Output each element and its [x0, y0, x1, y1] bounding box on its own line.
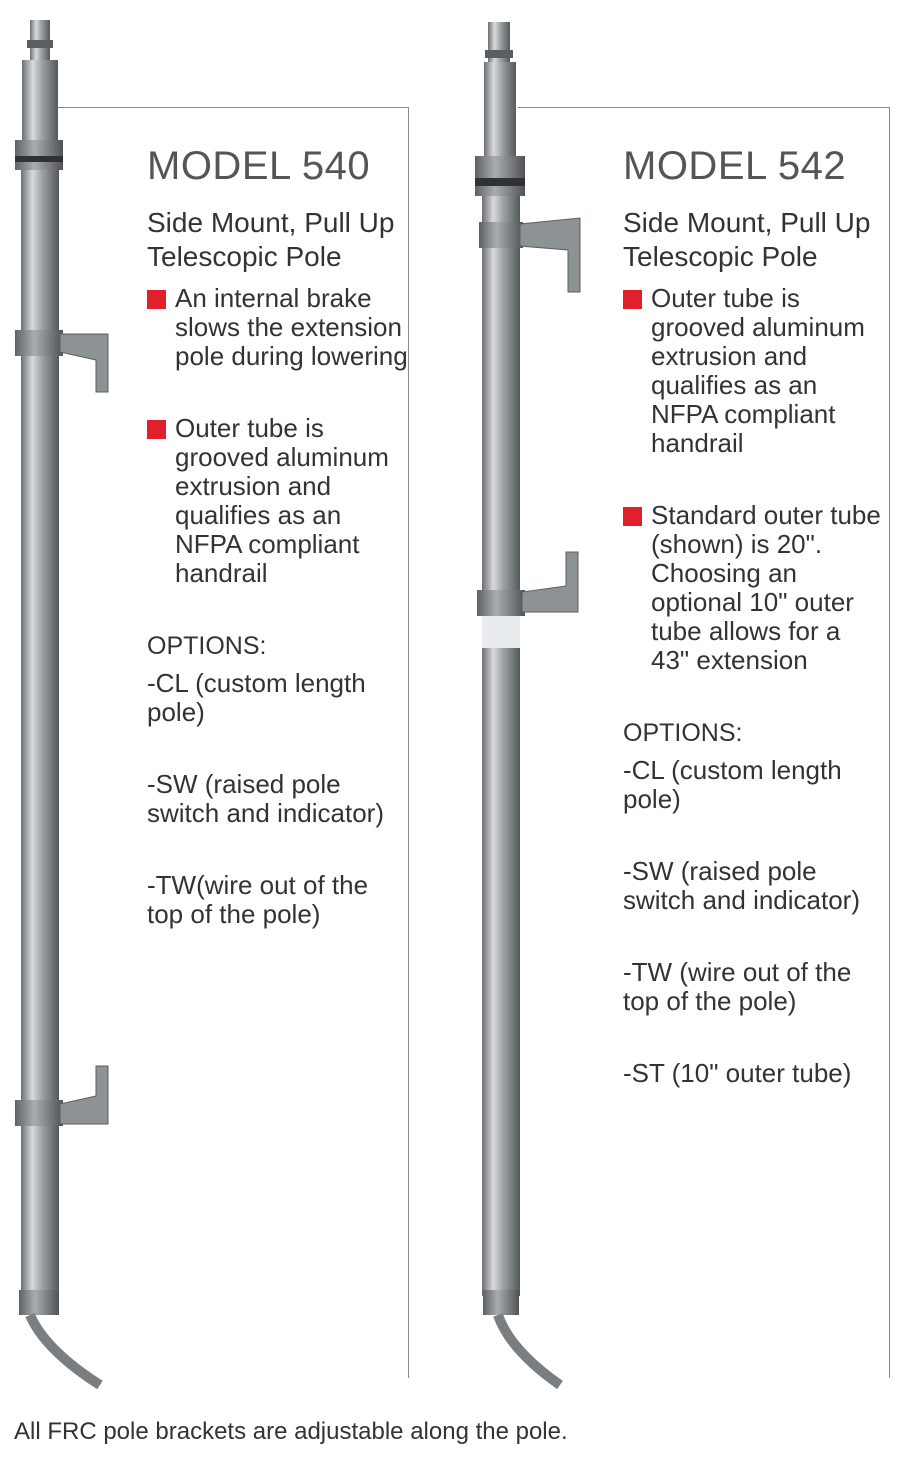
footer-note: All FRC pole brackets are adjustable alo… — [14, 1418, 568, 1445]
model-540-pole-image — [15, 20, 109, 1390]
bullet-square-icon — [623, 507, 642, 526]
option-item: -ST (10" outer tube) — [623, 1058, 852, 1088]
option-item: -SW (raised pole switch and indicator) — [147, 769, 384, 828]
model-540-options-heading: OPTIONS: — [147, 632, 267, 660]
model-540-title: MODEL 540 — [147, 144, 371, 188]
bullet-square-icon — [147, 290, 166, 309]
option-item: -CL (custom length pole) — [147, 668, 366, 727]
model-542-text: MODEL 542 Side Mount, Pull Up Telescopic… — [623, 144, 885, 1131]
model-540-frame — [50, 107, 409, 1378]
model-542-options-heading: OPTIONS: — [623, 719, 743, 747]
model-542-frame — [518, 107, 890, 1378]
list-item: Outer tube is grooved aluminum extrusion… — [147, 414, 409, 588]
list-item: Standard outer tube (shown) is 20". Choo… — [623, 501, 885, 675]
model-540-bullets: An internal brake slows the extension po… — [147, 284, 409, 588]
list-item: Outer tube is grooved aluminum extrusion… — [623, 284, 885, 458]
option-item: -SW (raised pole switch and indicator) — [623, 856, 860, 915]
model-540-text: MODEL 540 Side Mount, Pull Up Telescopic… — [147, 144, 409, 972]
list-item: An internal brake slows the extension po… — [147, 284, 409, 371]
option-item: -TW (wire out of the top of the pole) — [623, 957, 852, 1016]
model-542-subtitle: Side Mount, Pull Up Telescopic Pole — [623, 207, 871, 272]
model-540-subtitle: Side Mount, Pull Up Telescopic Pole — [147, 207, 395, 272]
option-item: -TW(wire out of the top of the pole) — [147, 870, 369, 929]
bullet-square-icon — [147, 420, 166, 439]
model-542-title: MODEL 542 — [623, 144, 847, 188]
model-542-pole-image — [475, 22, 581, 1390]
bullet-square-icon — [623, 290, 642, 309]
option-item: -CL (custom length pole) — [623, 755, 842, 814]
model-542-bullets: Outer tube is grooved aluminum extrusion… — [623, 284, 885, 675]
